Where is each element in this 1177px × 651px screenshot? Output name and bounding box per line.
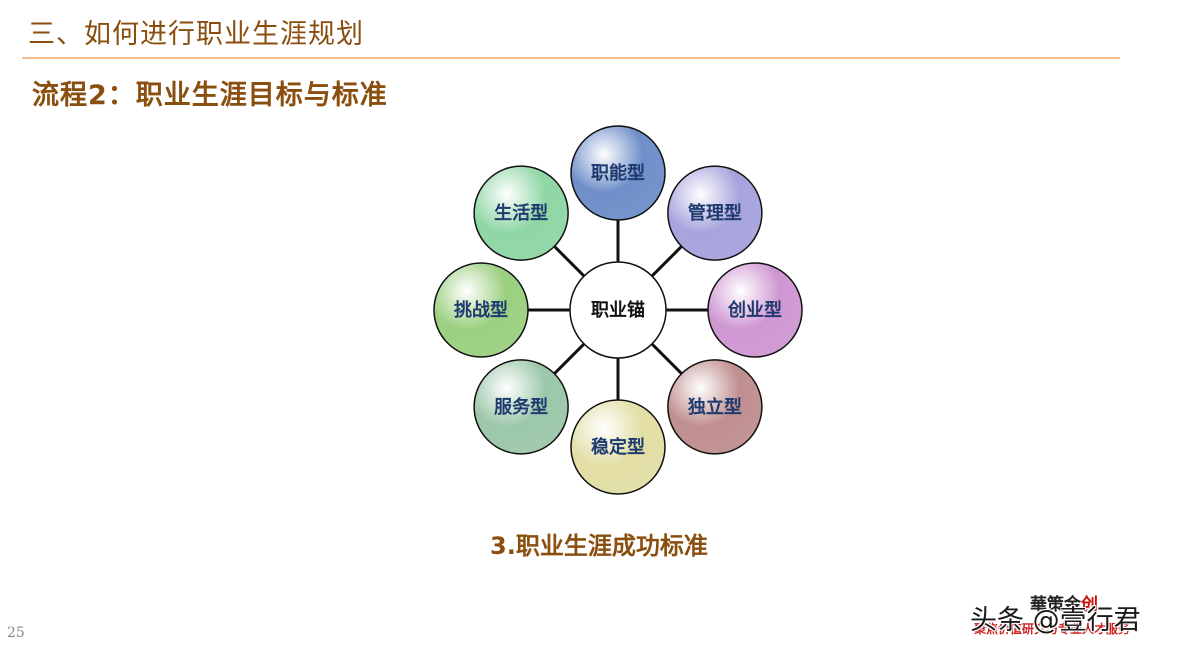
node-managerial: 管理型 xyxy=(667,165,763,261)
hub-label: 职业锚 xyxy=(591,299,645,321)
section-title: 三、如何进行职业生涯规划 xyxy=(28,19,364,50)
watermark: 头条 @壹行君 xyxy=(970,605,1141,636)
hub-node: 职业锚 xyxy=(569,261,667,359)
node-circle-service xyxy=(473,359,569,455)
diagram-caption: 3.职业生涯成功标准 xyxy=(490,532,708,560)
process-subtitle: 流程2：职业生涯目标与标准 xyxy=(32,80,388,111)
title-divider xyxy=(22,57,1120,59)
node-entrepreneurial: 创业型 xyxy=(707,262,803,358)
node-challenge: 挑战型 xyxy=(433,262,529,358)
node-label-service: 服务型 xyxy=(494,396,548,418)
node-functional: 职能型 xyxy=(570,125,666,221)
node-service: 服务型 xyxy=(473,359,569,455)
node-label-entrepreneurial: 创业型 xyxy=(727,299,782,321)
node-circle-lifestyle xyxy=(473,165,569,261)
spoke-service xyxy=(553,342,586,375)
logo-name: 華策金创 xyxy=(1030,595,1098,615)
node-label-managerial: 管理型 xyxy=(688,202,742,224)
node-circle-entrepreneurial xyxy=(707,262,803,358)
node-stability: 稳定型 xyxy=(570,399,666,495)
page-number: 25 xyxy=(7,625,25,641)
node-circle-challenge xyxy=(433,262,529,358)
spoke-lifestyle xyxy=(553,245,586,278)
node-circle-managerial xyxy=(667,165,763,261)
node-label-functional: 职能型 xyxy=(591,162,645,184)
node-label-autonomy: 独立型 xyxy=(688,396,742,418)
logo-slogan: 聚焦价值研究与专业人才服务 xyxy=(974,622,1131,636)
node-circle-autonomy xyxy=(667,359,763,455)
node-label-challenge: 挑战型 xyxy=(454,299,508,321)
node-circle-stability xyxy=(570,399,666,495)
spoke-autonomy xyxy=(650,342,683,375)
spoke-lines xyxy=(528,220,708,400)
company-logo: 華策金创 聚焦价值研究与专业人才服务 头条 @壹行君 xyxy=(970,590,1170,645)
spoke-managerial xyxy=(650,245,683,278)
node-circle-functional xyxy=(570,125,666,221)
node-label-stability: 稳定型 xyxy=(591,436,645,458)
node-label-lifestyle: 生活型 xyxy=(494,202,548,224)
node-autonomy: 独立型 xyxy=(667,359,763,455)
node-lifestyle: 生活型 xyxy=(473,165,569,261)
